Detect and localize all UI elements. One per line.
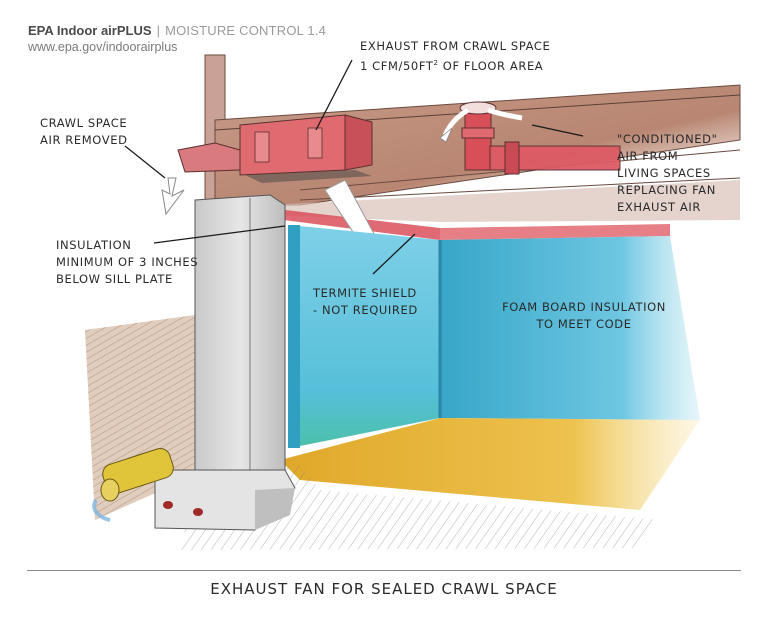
crawl-space-illustration xyxy=(85,54,741,550)
leader-termite xyxy=(372,233,416,275)
figure-caption: EXHAUST FAN FOR SEALED CRAWL SPACE xyxy=(210,580,558,598)
label-insulation: INSULATION MINIMUM OF 3 INCHES BELOW SIL… xyxy=(56,238,199,286)
leader-conditioned xyxy=(531,124,584,137)
website-url: www.epa.gov/indoorairplus xyxy=(28,40,178,54)
brand-title: EPA Indoor airPLUS xyxy=(28,23,152,38)
header-separator: | xyxy=(156,23,160,38)
label-conditioned-air: "CONDITIONED" AIR FROM LIVING SPACES REP… xyxy=(617,132,718,214)
leader-exhaust xyxy=(315,59,353,131)
leader-insulation xyxy=(153,225,286,244)
label-foam-board-insulation: FOAM BOARD INSULATION TO MEET CODE xyxy=(502,300,666,331)
leader-crawl-air xyxy=(124,145,166,179)
document-title: MOISTURE CONTROL 1.4 xyxy=(165,23,327,38)
label-crawl-space-air-removed: CRAWL SPACE AIR REMOVED xyxy=(40,116,128,147)
label-exhaust-from-crawl-space: EXHAUST FROM CRAWL SPACE 1 cfm/50ft2 OF … xyxy=(360,39,551,73)
label-termite-shield: TERMITE SHIELD - NOT REQUIRED xyxy=(313,286,418,317)
caption-divider xyxy=(27,570,741,571)
header: EPA Indoor airPLUS | MOISTURE CONTROL 1.… xyxy=(28,22,326,55)
